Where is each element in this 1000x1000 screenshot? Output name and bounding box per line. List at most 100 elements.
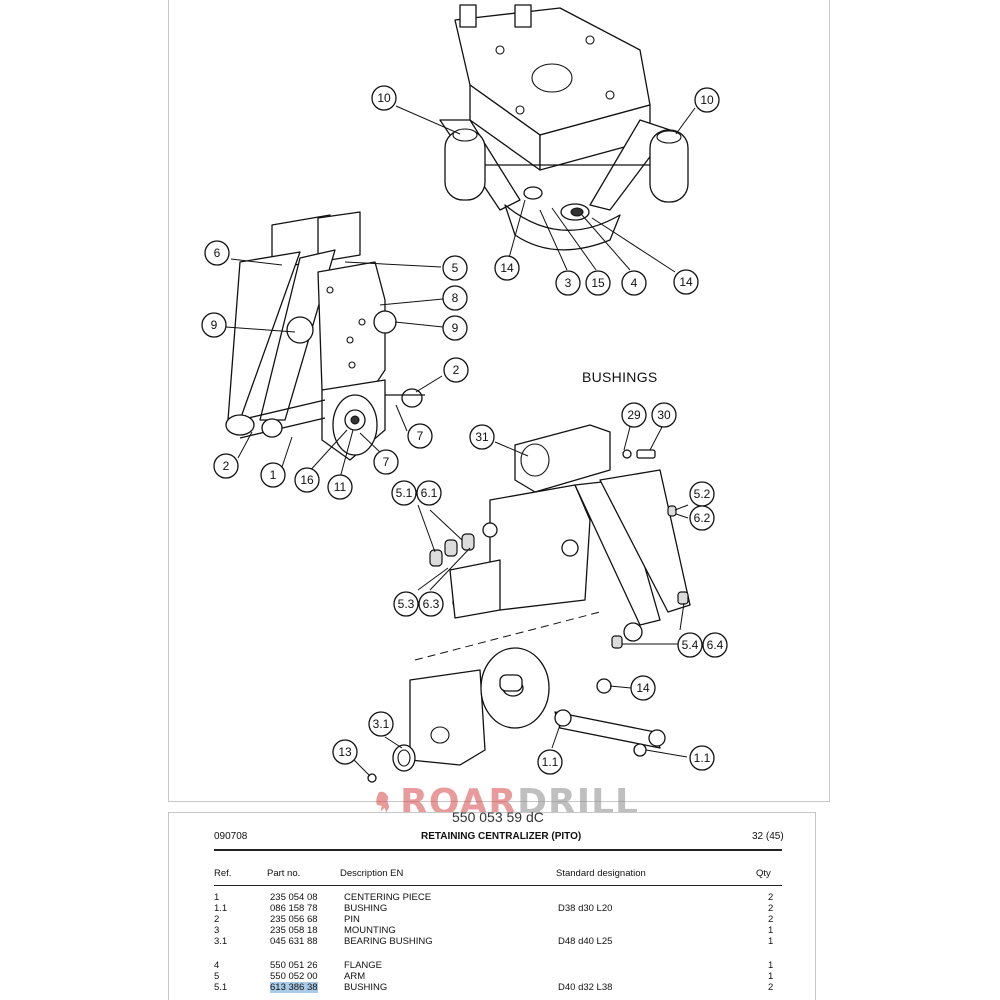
column-header-part: Part no. (267, 868, 301, 879)
row-part-number: 235 054 08 (270, 892, 318, 903)
document-title: RETAINING CENTRALIZER (PITO) (421, 831, 582, 842)
row-part-number: 086 158 78 (270, 903, 318, 914)
callout-4: 4 (621, 270, 647, 296)
svg-text:5.4: 5.4 (682, 638, 699, 652)
svg-text:6.2: 6.2 (694, 511, 711, 525)
callout-3-1: 3.1 (368, 711, 394, 737)
row-ref: 2 (214, 914, 220, 925)
callout-10-right: 10 (694, 87, 720, 113)
header-rule (214, 849, 782, 851)
row-description: CENTERING PIECE (344, 892, 432, 903)
table-row: 3.1 045 631 88 BEARING BUSHING D48 d40 L25 1 (0, 936, 1000, 947)
row-qty: 2 (768, 892, 774, 903)
svg-text:4: 4 (631, 276, 638, 290)
row-description: BUSHING (344, 982, 388, 993)
callout-3: 3 (555, 270, 581, 296)
row-ref: 3 (214, 925, 220, 936)
callout-10-left: 10 (371, 85, 397, 111)
row-qty: 1 (768, 971, 774, 982)
row-part-number: 550 051 26 (270, 960, 318, 971)
svg-text:2: 2 (453, 363, 460, 377)
table-row: 1 235 054 08 CENTERING PIECE 2 (0, 892, 1000, 903)
callout-9-left: 9 (201, 312, 227, 338)
svg-text:6: 6 (214, 246, 221, 260)
svg-text:6.1: 6.1 (421, 486, 438, 500)
svg-text:5: 5 (452, 261, 459, 275)
row-part-number: 613 386 38 (270, 982, 318, 993)
svg-text:5.2: 5.2 (694, 487, 711, 501)
row-qty: 2 (768, 914, 774, 925)
svg-text:1: 1 (270, 468, 277, 482)
row-ref: 1.1 (214, 903, 228, 914)
page-number: 32 (45) (752, 831, 784, 842)
callout-14-top-right: 14 (673, 269, 699, 295)
callout-14-top-left: 14 (494, 255, 520, 281)
table-row: 4 550 051 26 FLANGE 1 (0, 960, 1000, 971)
row-description: BEARING BUSHING (344, 936, 433, 947)
lion-logo-icon (376, 791, 390, 813)
column-header-ref: Ref. (214, 868, 232, 879)
callout-5-1-upper: 5.1 (391, 480, 417, 506)
row-standard: D38 d30 L20 (558, 903, 613, 914)
row-standard: D48 d40 L25 (558, 936, 613, 947)
callout-2-left: 2 (213, 453, 239, 479)
svg-text:6.3: 6.3 (423, 597, 440, 611)
row-description: FLANGE (344, 960, 383, 971)
row-part-number: 045 631 88 (270, 936, 318, 947)
row-qty: 2 (768, 903, 774, 914)
bushings-assembly-illustration (367, 424, 691, 783)
row-ref: 4 (214, 960, 220, 971)
callout-5-4: 5.4 (677, 632, 703, 658)
row-qty: 2 (768, 982, 774, 993)
table-row: 5.1 613 386 38 BUSHING D40 d32 L38 2 (0, 982, 1000, 993)
svg-text:6.4: 6.4 (707, 638, 724, 652)
row-qty: 1 (768, 936, 774, 947)
svg-text:7: 7 (417, 429, 424, 443)
callout-2-right: 2 (443, 357, 469, 383)
row-description: MOUNTING (344, 925, 396, 936)
callout-1: 1 (260, 462, 286, 488)
row-ref: 5.1 (214, 982, 228, 993)
callout-11: 11 (327, 474, 353, 500)
callout-13: 13 (332, 739, 358, 765)
svg-text:9: 9 (211, 318, 218, 332)
svg-text:5.3: 5.3 (398, 597, 415, 611)
row-standard: D40 d32 L38 (558, 982, 613, 993)
svg-text:3.1: 3.1 (373, 717, 390, 731)
svg-text:1.1: 1.1 (542, 755, 559, 769)
callout-5-2: 5.2 (689, 481, 715, 507)
svg-text:16: 16 (300, 473, 314, 487)
svg-text:5.1: 5.1 (396, 486, 413, 500)
callout-6-2: 6.2 (689, 505, 715, 531)
callout-7-upper: 7 (407, 423, 433, 449)
row-ref: 1 (214, 892, 220, 903)
svg-text:10: 10 (700, 93, 714, 107)
svg-text:14: 14 (500, 261, 514, 275)
column-header-rule (214, 885, 782, 886)
centralizer-assembly-illustration (225, 211, 425, 461)
callout-1-1-left: 1.1 (537, 749, 563, 775)
callout-9-right: 9 (442, 315, 468, 341)
row-ref: 3.1 (214, 936, 228, 947)
column-header-qty: Qty (756, 868, 771, 879)
svg-text:14: 14 (679, 275, 693, 289)
callout-6: 6 (204, 240, 230, 266)
svg-text:10: 10 (377, 91, 391, 105)
document-number: 550 053 59 dC (452, 809, 544, 825)
svg-text:29: 29 (627, 408, 641, 422)
callout-6-3: 6.3 (418, 591, 444, 617)
row-qty: 1 (768, 960, 774, 971)
callout-15: 15 (585, 270, 611, 296)
callout-8: 8 (442, 285, 468, 311)
row-description: PIN (344, 914, 360, 925)
row-part-number: 550 052 00 (270, 971, 318, 982)
svg-text:1.1: 1.1 (694, 751, 711, 765)
callout-16: 16 (294, 467, 320, 493)
row-qty: 1 (768, 925, 774, 936)
top-assembly-illustration (439, 4, 689, 251)
